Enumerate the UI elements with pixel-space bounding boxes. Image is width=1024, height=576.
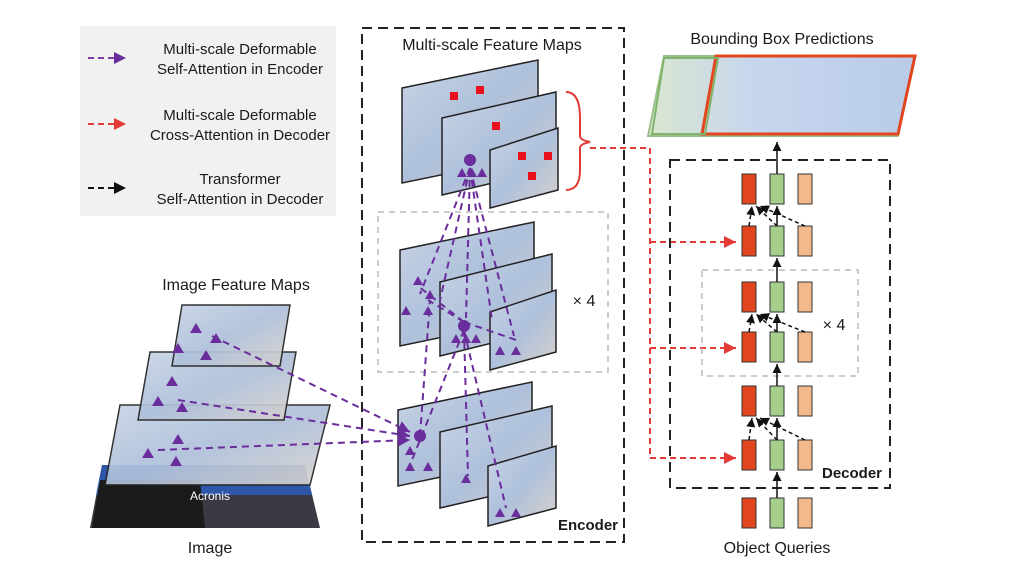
prediction-image (646, 55, 917, 137)
encoder-query-points (401, 154, 521, 517)
prediction-box-red (700, 54, 917, 136)
decoder-box (669, 159, 891, 489)
prediction-box-green (650, 57, 720, 135)
encoder-box (361, 27, 625, 543)
decoder-row-6 (741, 439, 813, 471)
bounding-box-predictions-label: Bounding Box Predictions (690, 31, 873, 48)
output-bracket (565, 91, 591, 191)
multi-scale-feature-maps-label: Multi-scale Feature Maps (402, 37, 582, 54)
decoder-row-3 (741, 281, 813, 313)
encoder-middle-stack (399, 221, 557, 371)
decoder-blocks (741, 173, 813, 529)
photo-jersey-text: Acronis (190, 489, 230, 503)
encoder-times-4: × 4 (573, 293, 596, 310)
legend-item-3-line1: Transformer (199, 171, 280, 188)
legend-item-1-line1: Multi-scale Deformable (163, 41, 316, 58)
decoder-repeat-box (701, 269, 859, 377)
decoder-row-4 (741, 331, 813, 363)
encoder-output-stack (401, 59, 591, 209)
image-feature-maps-label: Image Feature Maps (162, 277, 310, 294)
image-label: Image (188, 540, 233, 557)
legend-item-2-line1: Multi-scale Deformable (163, 107, 316, 124)
legend-item-2-line2: Cross-Attention in Decoder (150, 127, 330, 144)
encoder-label: Encoder (558, 517, 618, 534)
decoder-self-attention-lines (746, 205, 806, 441)
legend: Multi-scale Deformable Self-Attention in… (80, 26, 336, 216)
object-queries-row (741, 497, 813, 529)
bounding-box-image (646, 54, 917, 137)
object-queries-label: Object Queries (724, 540, 831, 557)
image-feature-map-small (171, 304, 291, 367)
legend-item-1-line2: Self-Attention in Encoder (157, 61, 323, 78)
image-feature-map-stack (104, 304, 331, 486)
decoder-times-4: × 4 (823, 317, 846, 334)
legend-item-3-line2: Self-Attention in Decoder (157, 191, 324, 208)
decoder-row-5 (741, 385, 813, 417)
sampling-points-left (142, 323, 222, 466)
decoder-row-output (741, 173, 813, 205)
decoder-row-2 (741, 225, 813, 257)
encoder-repeat-box (377, 211, 609, 373)
output-feature-map-3 (489, 126, 559, 209)
reference-points-red (450, 86, 552, 180)
decoder-label: Decoder (822, 465, 882, 482)
cross-attention-lines (590, 147, 736, 464)
encoder-attention-lines (157, 167, 517, 509)
encoder-input-stack (397, 381, 557, 527)
